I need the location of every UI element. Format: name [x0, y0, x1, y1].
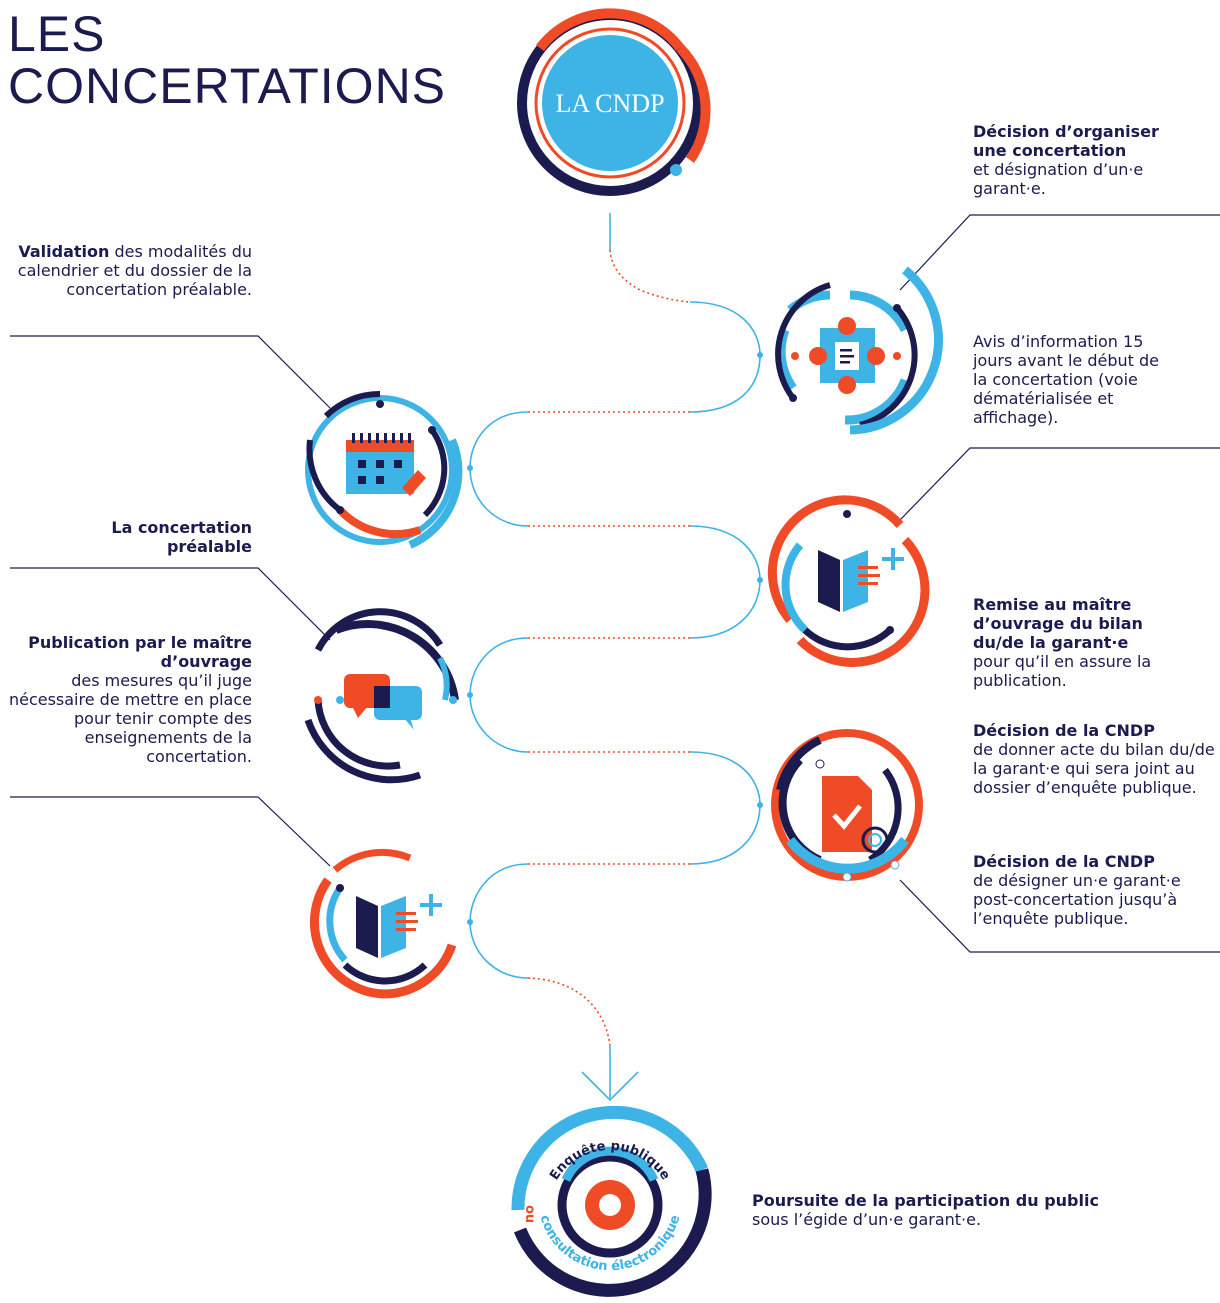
calendar-icon — [305, 390, 463, 549]
cndp-logo-icon: LA CNDP — [517, 8, 711, 196]
label-validation: Validation des modalités du calendrier e… — [17, 242, 252, 299]
target-icon: Enquête publique consultation électroniq… — [511, 1105, 712, 1297]
speech-bubbles-icon — [304, 608, 459, 784]
final-ou-text: ou — [522, 1205, 537, 1223]
label-decision-designer: Décision de la CNDP de désigner un·e gar… — [973, 852, 1181, 928]
open-book-plus-icon — [310, 848, 457, 999]
document-check-icon — [771, 729, 923, 882]
label-concertation-prealable: La concertation préalable — [111, 518, 252, 556]
label-decision-organiser: Décision d’organiser une concertation et… — [973, 122, 1159, 198]
label-avis: Avis d’information 15 jours avant le déb… — [973, 332, 1159, 427]
page-title: LES CONCERTATIONS — [8, 6, 447, 114]
label-remise: Remise au maître d’ouvrage du bilan du/d… — [973, 595, 1152, 690]
leader-lines — [10, 214, 1220, 953]
meeting-table-icon — [775, 266, 943, 435]
open-book-plus-icon — [767, 495, 930, 667]
label-decision-acte: Décision de la CNDP de donner acte du bi… — [973, 721, 1215, 797]
flow-path — [467, 213, 763, 1102]
label-poursuite: Poursuite de la participation du public … — [752, 1191, 1099, 1229]
logo-text: LA CNDP — [555, 89, 664, 118]
label-publication: Publication par le maître d’ouvrage des … — [8, 633, 252, 766]
